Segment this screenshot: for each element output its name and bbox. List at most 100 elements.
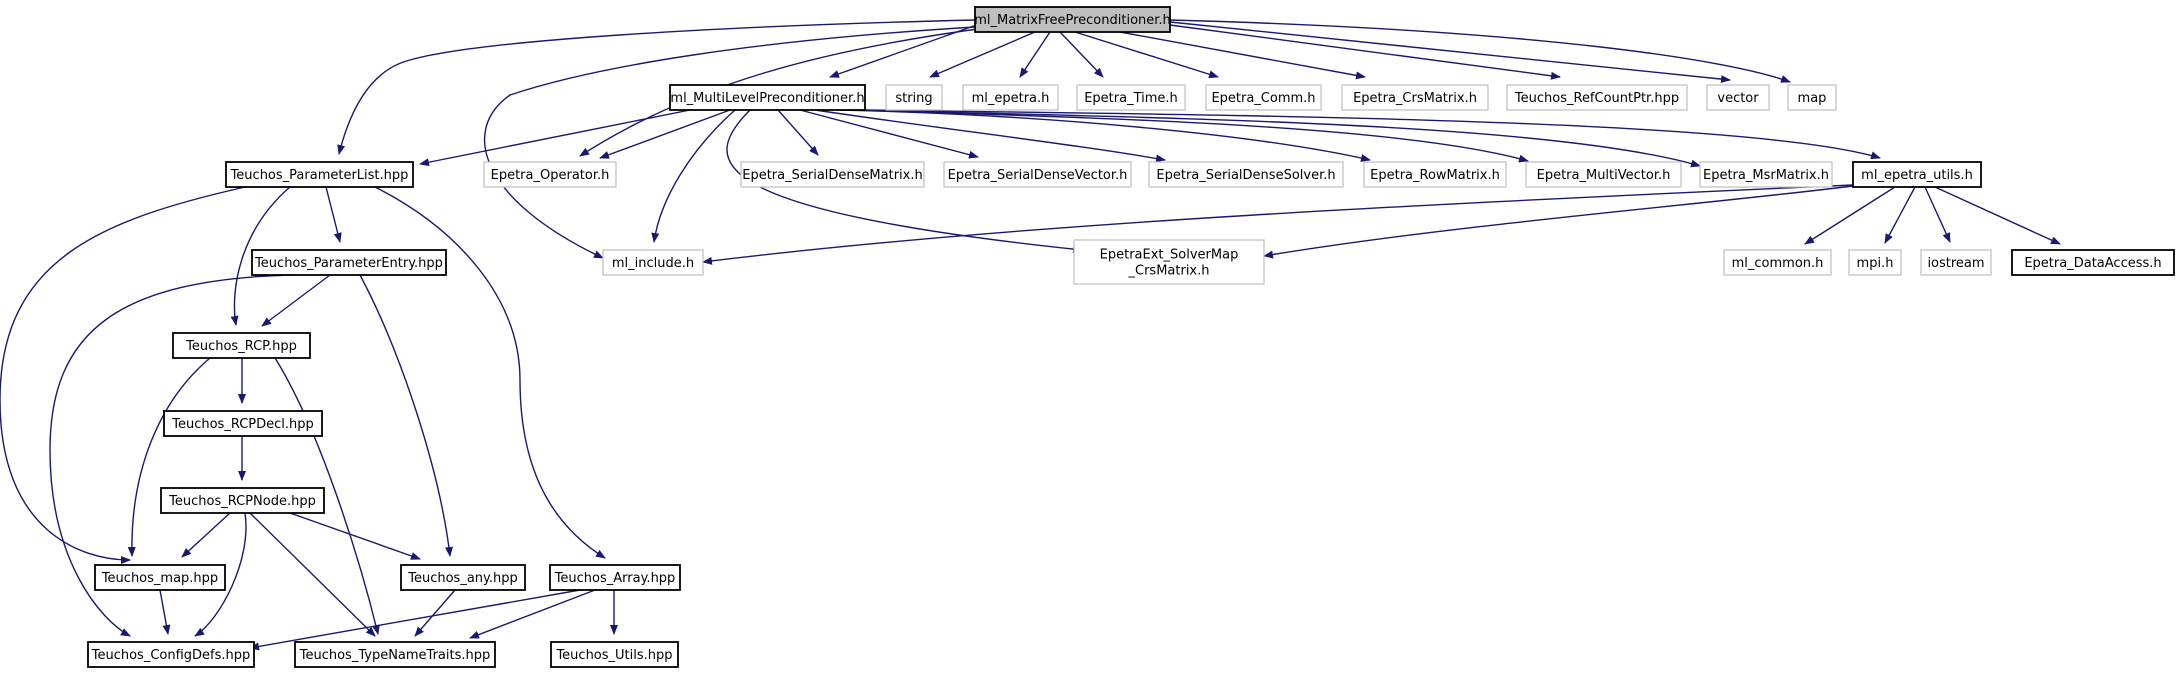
node-box bbox=[294, 641, 496, 668]
edge-mlutil-to-mlinc bbox=[702, 184, 1854, 265]
node-label: Epetra_Operator.h bbox=[491, 168, 610, 183]
node-label: iostream bbox=[1927, 256, 1984, 271]
edge-root-to-map bbox=[1169, 19, 1791, 83]
node-box bbox=[885, 84, 943, 111]
node-tmap[interactable]: Teuchos_map.hpp bbox=[94, 564, 226, 591]
node-box bbox=[1363, 161, 1507, 188]
node-label: string bbox=[895, 91, 932, 106]
node-map: map bbox=[1787, 84, 1837, 111]
edge-root-to-trcp bbox=[1169, 24, 1561, 80]
node-box bbox=[94, 564, 226, 591]
edge-mlutil-to-mpi bbox=[1884, 186, 1916, 244]
node-label: Teuchos_any.hpp bbox=[407, 571, 518, 586]
node-tpl[interactable]: Teuchos_ParameterList.hpp bbox=[225, 161, 414, 188]
edge-mlp-to-esdm bbox=[777, 109, 819, 156]
edge-root-to-vector bbox=[1169, 21, 1731, 84]
edge-tpe-to-tany bbox=[359, 274, 453, 557]
node-box bbox=[163, 410, 323, 437]
node-label: vector bbox=[1717, 91, 1759, 106]
edge-root-to-mlep bbox=[1019, 31, 1051, 78]
edge-root-to-mlp bbox=[829, 21, 986, 78]
edge-tarray-to-tconf bbox=[249, 589, 581, 651]
node-box bbox=[1341, 84, 1489, 111]
node-tconf[interactable]: Teuchos_ConfigDefs.hpp bbox=[87, 641, 255, 668]
node-trcpnode[interactable]: Teuchos_RCPNode.hpp bbox=[160, 487, 325, 514]
node-label: Epetra_DataAccess.h bbox=[2024, 256, 2161, 271]
node-label: ml_epetra_utils.h bbox=[1861, 168, 1973, 183]
edge-trcpnode-to-ttnt bbox=[249, 512, 376, 637]
node-label: Teuchos_ParameterEntry.hpp bbox=[254, 256, 443, 271]
node-eop: Epetra_Operator.h bbox=[483, 161, 617, 188]
node-label: Epetra_CrsMatrix.h bbox=[1353, 91, 1477, 106]
edge-mlp-to-emsr bbox=[859, 109, 1701, 168]
node-esdv: Epetra_SerialDenseVector.h bbox=[943, 161, 1132, 188]
node-box bbox=[172, 332, 311, 359]
node-label: map bbox=[1798, 91, 1827, 106]
node-trcpdecl[interactable]: Teuchos_RCPDecl.hpp bbox=[163, 410, 323, 437]
node-emsr: Epetra_MsrMatrix.h bbox=[1699, 161, 1833, 188]
node-mlutil[interactable]: ml_epetra_utils.h bbox=[1852, 161, 1982, 188]
node-label: Epetra_RowMatrix.h bbox=[1370, 168, 1500, 183]
node-etime: Epetra_Time.h bbox=[1076, 84, 1186, 111]
node-eda[interactable]: Epetra_DataAccess.h bbox=[2011, 249, 2175, 276]
node-box bbox=[251, 249, 447, 276]
node-box bbox=[400, 564, 526, 591]
edge-root-to-mlinc bbox=[483, 26, 976, 259]
node-mlp[interactable]: ml_MultiLevelPreconditioner.h bbox=[669, 84, 866, 111]
node-box bbox=[1699, 161, 1833, 188]
node-tutils[interactable]: Teuchos_Utils.hpp bbox=[550, 641, 679, 668]
edge-trcphpp-to-tmap bbox=[127, 357, 211, 557]
node-ecrs: Epetra_CrsMatrix.h bbox=[1341, 84, 1489, 111]
node-box bbox=[1525, 161, 1682, 188]
edge-trcpnode-to-tany bbox=[289, 512, 421, 560]
edge-mlp-to-tpl bbox=[419, 109, 691, 167]
node-label: Teuchos_Utils.hpp bbox=[555, 648, 672, 663]
edge-trcphpp-to-ttnt bbox=[274, 357, 380, 635]
node-label: Teuchos_Array.hpp bbox=[554, 571, 676, 586]
node-box bbox=[1076, 84, 1186, 111]
edge-root-to-tpl bbox=[337, 19, 976, 155]
node-esolver: EpetraExt_SolverMap_CrsMatrix.h bbox=[1073, 239, 1265, 285]
edge-tpl-to-trcphpp bbox=[230, 186, 291, 326]
edge-tpl-to-tmap bbox=[0, 186, 246, 564]
edge-mlutil-to-iostream bbox=[1924, 186, 1951, 243]
node-box bbox=[1920, 249, 1992, 276]
node-tpe[interactable]: Teuchos_ParameterEntry.hpp bbox=[251, 249, 447, 276]
edge-trcpnode-to-tconf bbox=[194, 512, 247, 637]
node-string: string bbox=[885, 84, 943, 111]
node-label: Epetra_SerialDenseSolver.h bbox=[1156, 168, 1335, 183]
node-label: Epetra_MultiVector.h bbox=[1537, 168, 1671, 183]
node-ttnt[interactable]: Teuchos_TypeNameTraits.hpp bbox=[294, 641, 496, 668]
node-box bbox=[1205, 84, 1322, 111]
node-box bbox=[1506, 84, 1688, 111]
node-label: Epetra_MsrMatrix.h bbox=[1703, 168, 1829, 183]
edge-mlp-to-esds bbox=[814, 109, 1166, 163]
node-trcp: Teuchos_RefCountPtr.hpp bbox=[1506, 84, 1688, 111]
node-iostream: iostream bbox=[1920, 249, 1992, 276]
edge-root-to-ecrs bbox=[1119, 31, 1366, 80]
node-root[interactable]: ml_MatrixFreePreconditioner.h bbox=[974, 6, 1171, 33]
node-box bbox=[87, 641, 255, 668]
edge-tpl-to-tpe bbox=[325, 186, 342, 243]
node-label: Teuchos_ParameterList.hpp bbox=[230, 168, 409, 183]
edge-root-to-eop bbox=[579, 27, 986, 157]
node-label: EpetraExt_SolverMap bbox=[1100, 248, 1239, 263]
node-label: ml_include.h bbox=[612, 256, 694, 271]
edge-tarray-to-ttnt bbox=[469, 589, 596, 639]
node-label: Teuchos_RCPDecl.hpp bbox=[171, 417, 314, 432]
edge-mlutil-to-eda bbox=[1934, 186, 2061, 245]
node-trcphpp[interactable]: Teuchos_RCP.hpp bbox=[172, 332, 311, 359]
node-label: Teuchos_RCPNode.hpp bbox=[168, 494, 316, 509]
node-label: Epetra_Time.h bbox=[1084, 91, 1178, 106]
node-box bbox=[740, 161, 925, 188]
node-tany[interactable]: Teuchos_any.hpp bbox=[400, 564, 526, 591]
edge-mlp-to-emv bbox=[854, 109, 1529, 163]
node-label: Epetra_SerialDenseMatrix.h bbox=[742, 168, 922, 183]
node-box bbox=[550, 641, 679, 668]
node-mlep: ml_epetra.h bbox=[962, 84, 1059, 111]
node-label: Epetra_SerialDenseVector.h bbox=[948, 168, 1128, 183]
node-box bbox=[1073, 239, 1265, 285]
node-box bbox=[225, 161, 414, 188]
node-tarray[interactable]: Teuchos_Array.hpp bbox=[549, 564, 681, 591]
